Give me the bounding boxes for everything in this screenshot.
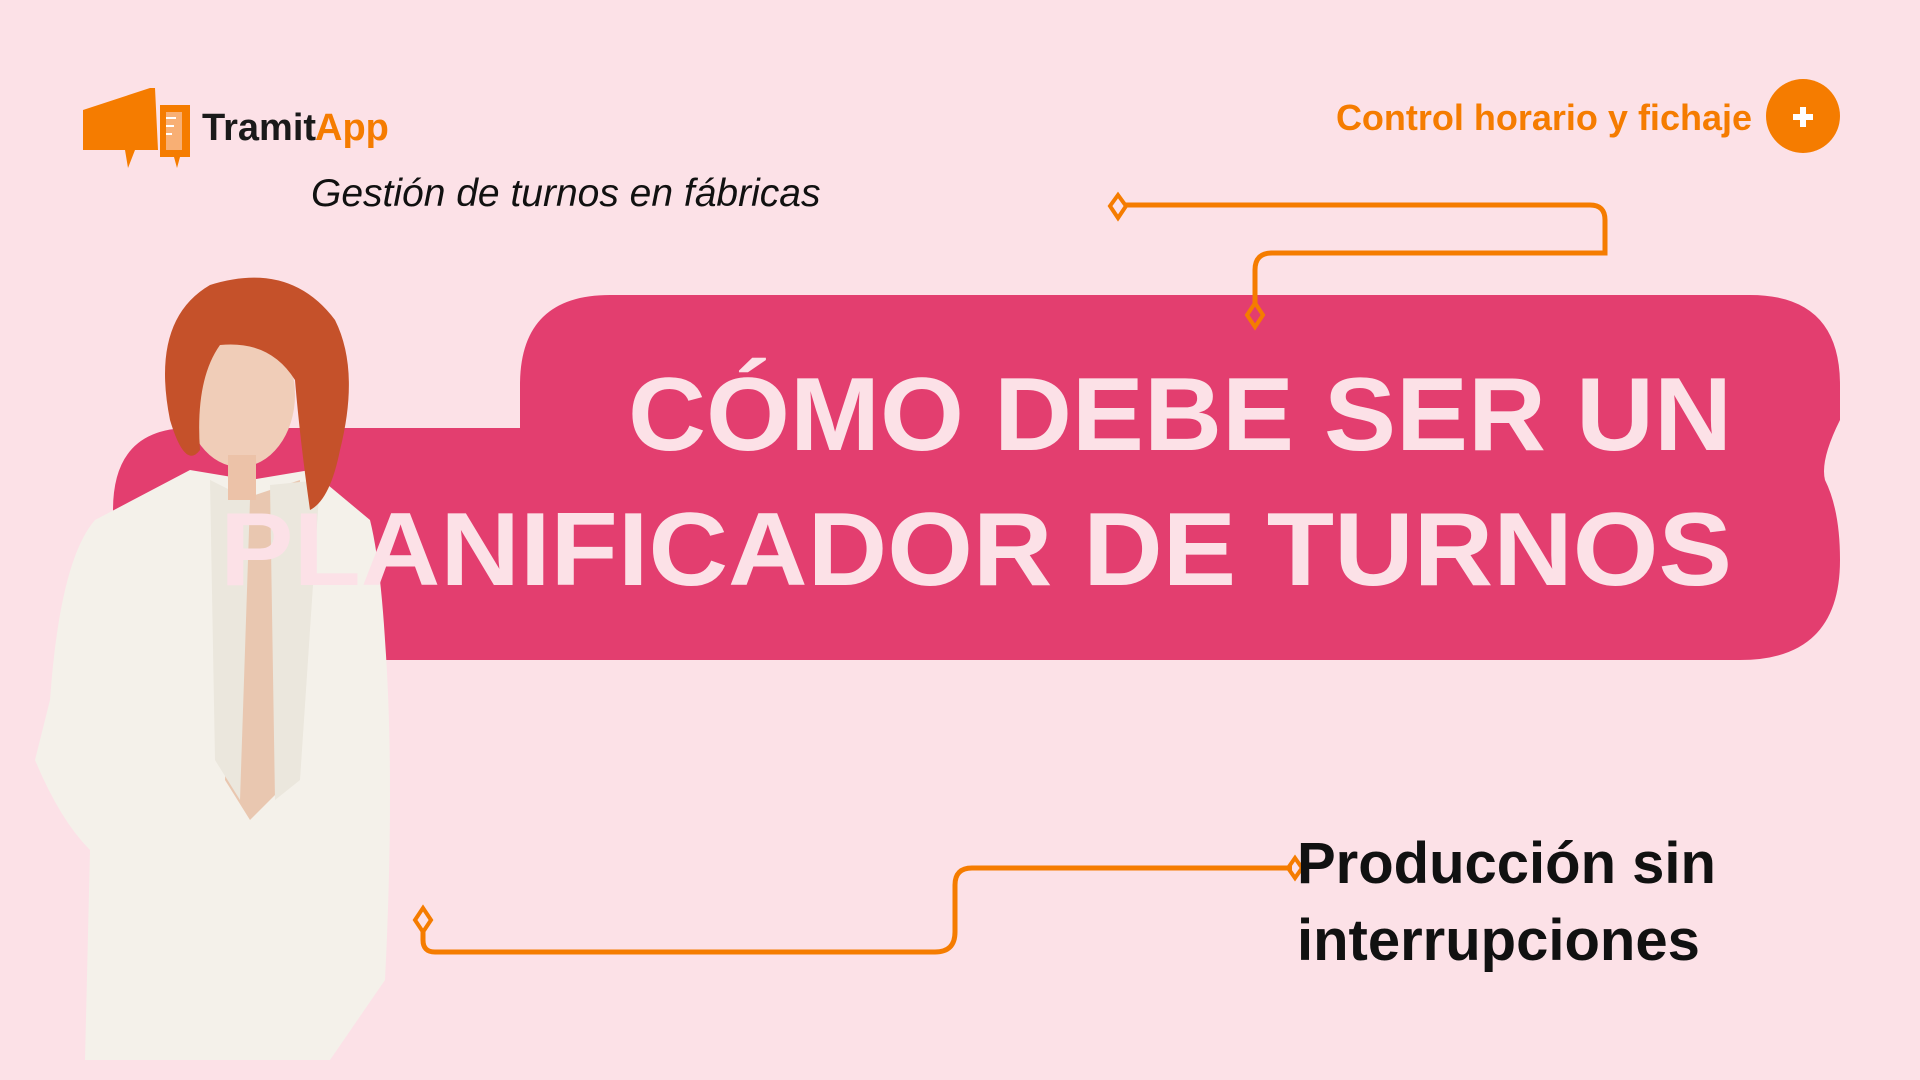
control-horario-link[interactable]: Control horario y fichaje	[1336, 79, 1840, 153]
tagline-line-1: Producción sin	[1297, 831, 1716, 896]
control-horario-label[interactable]: Control horario y fichaje	[1336, 97, 1752, 138]
plus-button[interactable]	[1766, 79, 1840, 153]
tagline-line-2: interrupciones	[1297, 908, 1700, 973]
connector-line-top	[1107, 191, 1608, 331]
tramitapp-logo: Tramit App	[83, 88, 389, 168]
title-line-1: CÓMO DEBE SER UN	[628, 357, 1732, 473]
logo-text-app: App	[315, 107, 389, 149]
plus-icon	[1793, 107, 1813, 127]
woman-photo	[35, 277, 390, 1060]
subtitle: Gestión de turnos en fábricas	[311, 172, 820, 215]
logo-text-tramit: Tramit	[202, 107, 316, 149]
title-banner	[113, 295, 1840, 660]
connector-line-bottom	[412, 854, 1305, 955]
title-line-2: PLANIFICADOR DE TURNOS	[220, 492, 1732, 608]
